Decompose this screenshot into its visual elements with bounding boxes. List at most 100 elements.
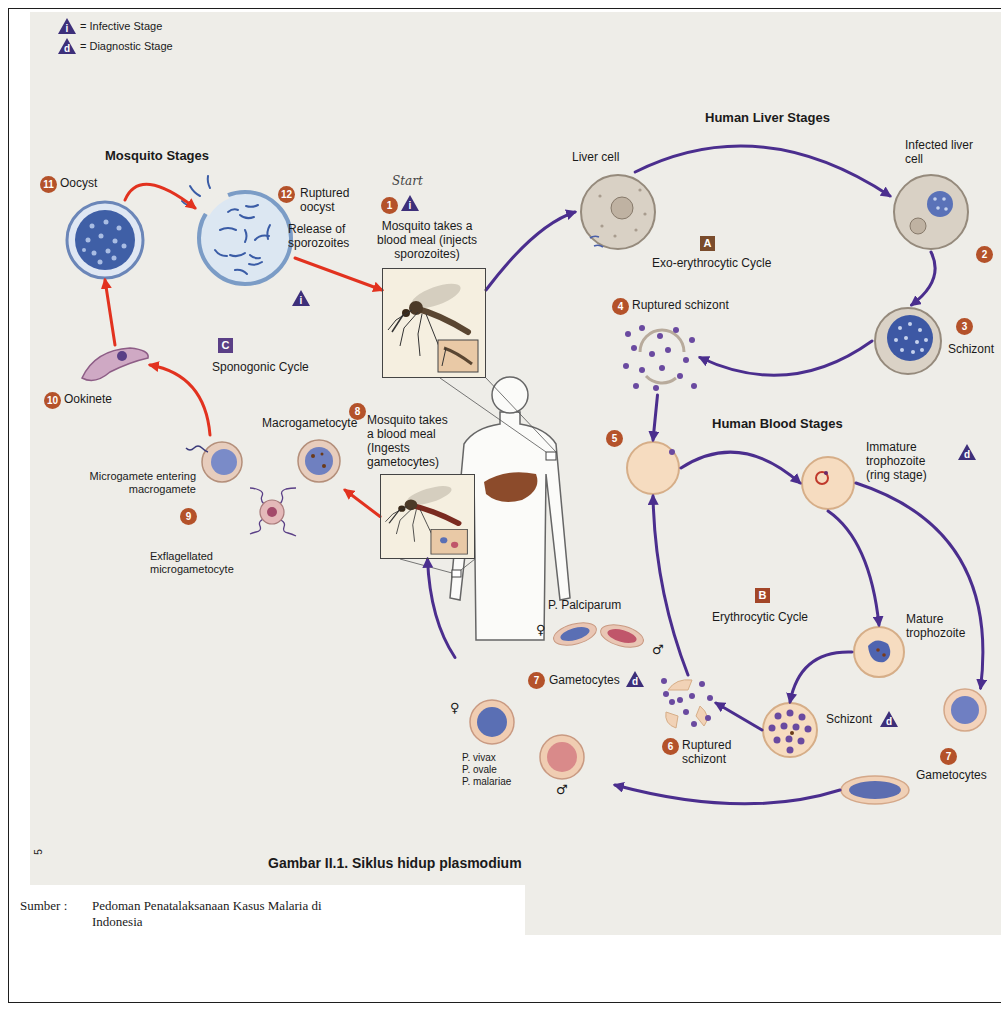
gametes bbox=[186, 440, 340, 536]
sex-symbol: ♀ bbox=[450, 700, 460, 716]
stage-label: Microgamete entering macrogamete bbox=[76, 470, 196, 496]
section-heading: Mosquito Stages bbox=[105, 148, 209, 164]
liver-cell-picture bbox=[581, 175, 655, 249]
stage-label: P. ovale bbox=[462, 764, 497, 776]
callout-number: 7 bbox=[528, 672, 545, 689]
red-cell: Immature trophozoite (ring stage) bbox=[800, 455, 856, 511]
liver-cell: Infected liver cell2 bbox=[890, 172, 972, 252]
callout-number: 5 bbox=[606, 430, 623, 447]
sex-symbol: ♂ bbox=[652, 642, 664, 658]
cycle-arrow bbox=[700, 341, 872, 375]
cycle-arrow bbox=[653, 395, 658, 440]
ruptured-schizont: 6Ruptured schizont bbox=[660, 675, 716, 731]
stage-label: Macrogametocyte bbox=[262, 416, 357, 430]
stage-label: Mosquito takes a blood meal (Ingests gam… bbox=[367, 413, 457, 469]
cycle-arrow bbox=[295, 258, 382, 290]
cycle-name: Erythrocytic Cycle bbox=[712, 610, 808, 624]
section-heading: Human Liver Stages bbox=[705, 110, 830, 126]
cycle-arrow bbox=[615, 785, 840, 804]
callout-number: 12 bbox=[278, 186, 295, 203]
cycle-arrow bbox=[681, 452, 800, 483]
section-heading: Human Blood Stages bbox=[712, 416, 843, 432]
legend-text: = Infective Stage bbox=[80, 20, 162, 33]
cycle-name: Sponogonic Cycle bbox=[212, 360, 309, 374]
liver-schizont-picture bbox=[875, 308, 941, 374]
mosquito bbox=[388, 279, 478, 372]
gamete-group: MacrogametocyteMicrogamete entering macr… bbox=[195, 435, 345, 545]
oocyst-stage: 12Ruptured oocystRelease of sporozoites bbox=[195, 188, 295, 288]
red-cell: Mature trophozoite bbox=[852, 625, 906, 679]
sex-symbol: ♂ bbox=[556, 782, 568, 798]
scan-ground bbox=[30, 12, 1001, 935]
ruptured-liver-schizont-picture bbox=[623, 325, 697, 391]
liver-cell: Liver cell bbox=[575, 172, 661, 252]
cycle-arrow bbox=[150, 365, 210, 435]
gametocyte-picture bbox=[470, 619, 986, 804]
cycle-arrow bbox=[486, 212, 575, 290]
stage-label: Infected liver cell bbox=[905, 138, 985, 166]
cycle-arrow bbox=[345, 490, 380, 517]
callout-number: 11 bbox=[40, 176, 57, 193]
gametocyte-group: P. Palciparum♀♂7Gametocytes♀♂P. vivaxP. … bbox=[455, 615, 655, 785]
skin-marker bbox=[400, 559, 475, 577]
callout-number: 6 bbox=[662, 738, 679, 755]
ruptured-blood-schizont-picture bbox=[661, 678, 713, 728]
stage-label: Schizont bbox=[826, 712, 872, 726]
red-cell: 5 bbox=[625, 440, 681, 496]
stage-label: Mosquito takes a blood meal (injects spo… bbox=[366, 219, 488, 261]
cycle-arrow bbox=[828, 511, 879, 625]
stage-label: P. Palciparum bbox=[548, 598, 621, 612]
blood-schizont: Schizont bbox=[762, 702, 818, 758]
figure-caption: Gambar II.1. Siklus hidup plasmodium bbox=[268, 855, 522, 872]
ookinete: 10Ookinete bbox=[80, 345, 150, 385]
stage-label: Gametocytes bbox=[916, 768, 987, 782]
cycle-letter: A bbox=[700, 236, 715, 251]
stage-label: Schizont bbox=[948, 342, 994, 356]
stage-label: Ruptured oocyst bbox=[300, 186, 372, 214]
handwritten-note: Start bbox=[392, 174, 423, 188]
source-note: Pedoman Penatalaksanaan Kasus Malaria di… bbox=[92, 898, 372, 930]
stage-label: P. vivax bbox=[462, 752, 496, 764]
red-cell-picture bbox=[627, 442, 904, 677]
stage-label: Ookinete bbox=[64, 392, 112, 406]
cycle-arrow bbox=[716, 703, 762, 730]
oocyst: 11Oocyst bbox=[65, 200, 145, 280]
stage-label: Liver cell bbox=[572, 150, 619, 164]
liver-schizont: 3Schizont bbox=[872, 305, 944, 377]
legend-text: = Diagnostic Stage bbox=[80, 40, 173, 53]
oocyst bbox=[67, 202, 143, 278]
cycle-arrow bbox=[125, 184, 195, 208]
stage-label: Immature trophozoite (ring stage) bbox=[866, 440, 938, 482]
callout-number: 9 bbox=[180, 508, 197, 525]
stage-label: Mature trophozoite bbox=[906, 612, 976, 640]
cycle-name: Exo-erythrocytic Cycle bbox=[652, 256, 771, 270]
stage-label: P. malariae bbox=[462, 776, 511, 788]
stage-label: Ruptured schizont bbox=[632, 298, 729, 312]
cycle-arrow bbox=[790, 652, 852, 702]
sex-symbol: ♀ bbox=[536, 622, 546, 638]
cycle-arrow bbox=[635, 146, 890, 196]
blood-schizont-picture bbox=[763, 703, 817, 757]
infected-liver-cell-picture bbox=[894, 175, 968, 249]
stage-label: Release of sporozoites bbox=[288, 222, 362, 250]
mosquito-panel: 8Mosquito takes a blood meal (Ingests ga… bbox=[380, 474, 475, 559]
callout-number: 2 bbox=[976, 246, 993, 263]
source-note: Sumber : bbox=[20, 898, 67, 914]
mosquito-panel: 1Mosquito takes a blood meal (injects sp… bbox=[382, 268, 486, 378]
page-number: 5 bbox=[33, 849, 45, 855]
callout-number: 3 bbox=[956, 318, 973, 335]
stage-label: Ruptured schizont bbox=[682, 738, 754, 766]
mosquito-panel-ground bbox=[382, 268, 486, 378]
cycle-arrow bbox=[912, 252, 936, 305]
stage-label: Exflagellated microgametocyte bbox=[150, 550, 250, 576]
callout-number: 7 bbox=[940, 748, 957, 765]
callout-number: 10 bbox=[44, 392, 61, 409]
ookinete bbox=[82, 348, 148, 380]
ruptured-schizont: 4Ruptured schizont bbox=[615, 320, 700, 395]
cycle-arrow bbox=[105, 280, 115, 345]
cycle-arrow bbox=[428, 559, 456, 658]
cycle-letter: B bbox=[755, 588, 770, 603]
callout-number: 1 bbox=[381, 197, 398, 214]
cycle-arrow bbox=[653, 496, 688, 675]
